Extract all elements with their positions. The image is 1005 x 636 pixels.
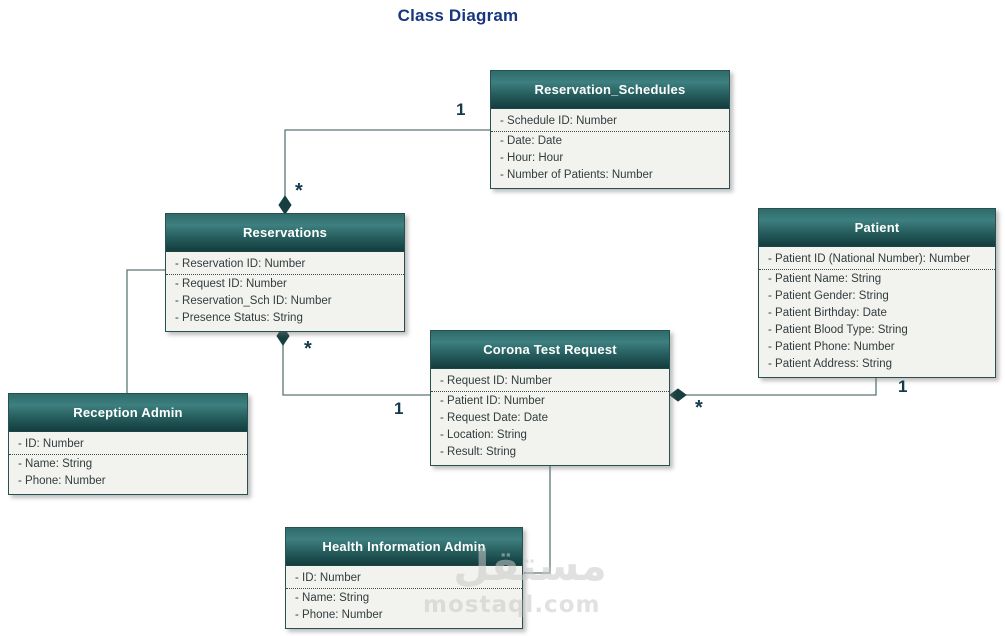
class-attribute: - Location: String: [440, 429, 527, 441]
class-attribute: - Presence Status: String: [175, 312, 303, 324]
class-attribute: - Phone: Number: [18, 475, 106, 487]
class-box-health-information-admin: Health Information Admin - ID: Number - N…: [285, 527, 523, 629]
class-attributes-health-information-admin: - ID: Number - Name: String - Phone: Numbe…: [286, 566, 522, 628]
class-attributes-patient: - Patient ID (National Number): Number - …: [759, 247, 995, 377]
connector-schedules-reservations: [284, 129, 490, 197]
page-title: Class Diagram: [397, 6, 519, 25]
multiplicity-label: *: [695, 397, 703, 419]
class-attribute: - Patient Address: String: [768, 358, 893, 370]
class-title-reservations: Reservations: [166, 214, 404, 252]
class-attribute: - Patient Blood Type: String: [768, 324, 908, 336]
multiplicity-label: 1: [898, 377, 908, 396]
class-attribute: - Date: Date: [500, 135, 562, 147]
class-attribute: - Reservation ID: Number: [166, 255, 404, 275]
class-box-reservation-schedules: Reservation_Schedules - Schedule ID: Num…: [490, 70, 730, 189]
class-attributes-corona-test-request: - Request ID: Number - Patient ID: Number…: [431, 369, 669, 465]
class-title-reception-admin: Reception Admin: [9, 394, 247, 432]
class-attribute: - Request Date: Date: [440, 412, 549, 424]
class-attribute: - Number of Patients: Number: [500, 169, 653, 181]
connector-reservations-corona: [282, 344, 430, 396]
composition-diamond-icon: [669, 388, 687, 402]
class-attribute: - Request ID: Number: [175, 278, 287, 290]
class-title-patient: Patient: [759, 209, 995, 247]
class-attribute: - Patient Birthday: Date: [768, 307, 887, 319]
class-attribute: - Request ID: Number: [431, 372, 669, 392]
class-attribute: - Hour: Hour: [500, 152, 564, 164]
class-attribute: - Patient ID: Number: [440, 395, 545, 407]
class-attribute: - Phone: Number: [295, 609, 383, 621]
class-title-health-information-admin: Health Information Admin: [286, 528, 522, 566]
class-attributes-reservations: - Reservation ID: Number - Request ID: Nu…: [166, 252, 404, 331]
class-attribute: - Reservation_Sch ID: Number: [175, 295, 332, 307]
class-attribute: - Patient Phone: Number: [768, 341, 895, 353]
class-attributes-reservation-schedules: - Schedule ID: Number - Date: Date - Hour:…: [491, 109, 729, 188]
class-box-reception-admin: Reception Admin - ID: Number - Name: Stri…: [8, 393, 248, 495]
connector-reservations-reception: [126, 269, 165, 393]
class-attribute: - Name: String: [18, 458, 93, 470]
class-attribute: - Patient Gender: String: [768, 290, 889, 302]
class-box-corona-test-request: Corona Test Request - Request ID: Number…: [430, 330, 670, 466]
multiplicity-label: 1: [456, 100, 466, 119]
class-title-corona-test-request: Corona Test Request: [431, 331, 669, 369]
composition-diamond-icon: [278, 195, 292, 215]
class-attribute: - ID: Number: [9, 435, 247, 455]
multiplicity-label: *: [304, 338, 312, 360]
connector-corona-healthadmin: [524, 458, 551, 574]
class-title-reservation-schedules: Reservation_Schedules: [491, 71, 729, 109]
class-attribute: - Schedule ID: Number: [491, 112, 729, 132]
class-box-patient: Patient - Patient ID (National Number): …: [758, 208, 996, 378]
multiplicity-label: 1: [394, 399, 404, 418]
composition-diamond-icon: [276, 326, 290, 346]
multiplicity-label: *: [295, 180, 303, 202]
class-attribute: - Patient Name: String: [768, 273, 882, 285]
class-attribute: - Result: String: [440, 446, 517, 458]
class-box-reservations: Reservations - Reservation ID: Number- R…: [165, 213, 405, 332]
class-attributes-reception-admin: - ID: Number - Name: String - Phone: Numbe…: [9, 432, 247, 494]
class-attribute: - Patient ID (National Number): Number: [759, 250, 995, 270]
class-attribute: - ID: Number: [286, 569, 522, 589]
class-attribute: - Name: String: [295, 592, 370, 604]
